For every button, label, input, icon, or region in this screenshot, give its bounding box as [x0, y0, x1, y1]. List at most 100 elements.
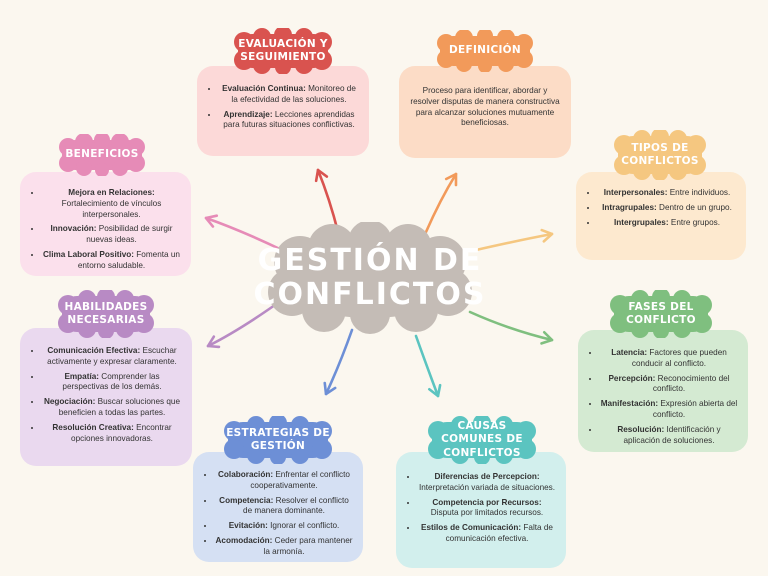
estrategias-item-term: Competencia: [219, 495, 274, 505]
tipos-title: TIPOS DE CONFLICTOS [621, 141, 699, 167]
estrategias-arrowhead [323, 381, 337, 396]
fases-arrow [468, 310, 554, 342]
causas-item: Diferencias de Percepcion: Interpretació… [418, 472, 556, 494]
fases-item-term: Latencia: [611, 348, 648, 357]
beneficios-arrowhead [204, 214, 219, 228]
beneficios-arrow [204, 216, 284, 252]
causas-box: Diferencias de Percepcion: Interpretació… [396, 452, 566, 568]
estrategias-item-term: Colaboración: [218, 470, 274, 479]
fases-item-term: Manifestación: [600, 399, 659, 409]
tipos-item-text: Dentro de un grupo. [656, 202, 732, 212]
tipos-box: Interpersonales: Entre individuos. Intrag… [576, 172, 746, 260]
evaluacion-item: Aprendizaje: Lecciones aprendidas para f… [219, 110, 359, 132]
fases-arrowhead [540, 330, 554, 345]
habilidades-box: Comunicación Efectiva: Escuchar activame… [20, 328, 192, 466]
habilidades-item: Negociación: Buscar soluciones que benef… [42, 397, 182, 419]
evaluacion-heading: EVALUACIÓN Y SEGUIMIENTO [230, 28, 336, 74]
causas-item-term: Competencia por Recursos: [432, 497, 542, 507]
beneficios-item-text: Fortalecimiento de vínculos interpersona… [61, 198, 162, 219]
habilidades-item: Comunicación Efectiva: Escuchar activame… [42, 346, 182, 368]
fases-item: Latencia: Factores que pueden conducir a… [600, 348, 738, 370]
causas-title: CAUSAS COMUNES DE CONFLICTOS [441, 420, 523, 459]
tipos-arrow [474, 232, 554, 252]
beneficios-heading: BENEFICIOS [54, 134, 150, 176]
beneficios-item: Innovación: Posibilidad de surgir nuevas… [42, 224, 181, 246]
causas-item-term: Estilos de Comunicación: [421, 523, 522, 533]
tipos-item: Intergrupales: Entre grupos. [598, 218, 736, 229]
causas-item-text: Interpretación variada de situaciones. [418, 482, 556, 492]
causas-item-text: Disputa por limitados recursos. [430, 508, 544, 518]
fases-item-text: Identificación y aplicación de solucione… [623, 424, 721, 445]
fases-item: Resolución: Identificación y aplicación … [600, 425, 738, 447]
estrategias-arrow [324, 328, 354, 396]
causas-arrow [414, 334, 440, 398]
fases-item: Manifestación: Expresión abierta del con… [600, 399, 738, 421]
estrategias-heading: ESTRATEGIAS DE GESTIÓN [220, 416, 336, 464]
tipos-item-text: Entre individuos. [667, 188, 731, 197]
habilidades-item-text: Buscar soluciones que beneficien a todas… [58, 397, 181, 418]
estrategias-box: Colaboración: Enfrentar el conflicto coo… [193, 452, 363, 562]
fases-title: FASES DEL CONFLICTO [626, 300, 696, 326]
tipos-arrowhead [540, 228, 554, 243]
habilidades-item-term: Negociación: [43, 397, 96, 407]
fases-item-text: Expresión abierta del conflicto. [652, 399, 738, 420]
estrategias-item-term: Acomodación: [215, 536, 273, 546]
definicion-box: Proceso para identificar, abordar y reso… [399, 66, 571, 158]
tipos-item-text: Entre grupos. [668, 217, 721, 227]
causas-arrowhead [428, 383, 442, 398]
beneficios-title: BENEFICIOS [65, 148, 139, 161]
definicion-arrowhead [444, 172, 458, 187]
fases-heading: FASES DEL CONFLICTO [606, 290, 716, 338]
evaluacion-arrowhead [314, 168, 329, 183]
causas-item: Estilos de Comunicación: Falta de comuni… [418, 523, 556, 545]
fases-item-text: Reconocimiento del conflicto. [652, 373, 730, 394]
beneficios-item: Clima Laboral Positivo: Fomenta un entor… [42, 250, 181, 272]
central-title: GESTIÓN DE CONFLICTOS [253, 243, 487, 312]
definicion-text: Proceso para identificar, abordar y reso… [410, 86, 560, 128]
definicion-heading: DEFINICIÓN [432, 30, 538, 72]
habilidades-item-text: Comprender las perspectivas de los demás… [62, 371, 162, 392]
habilidades-item: Empatía: Comprender las perspectivas de … [42, 372, 182, 394]
causas-item-text: Falta de comunicación efectiva. [445, 523, 553, 544]
fases-item-text: Factores que pueden conducir al conflict… [631, 348, 727, 368]
tipos-item: Intragrupales: Dentro de un grupo. [598, 203, 736, 214]
fases-box: Latencia: Factores que pueden conducir a… [578, 330, 748, 452]
evaluacion-item: Evaluación Continua: Monitoreo de la efe… [219, 84, 359, 106]
estrategias-item-text: Resolver el conflicto de manera dominant… [243, 495, 349, 516]
causas-item-term: Diferencias de Percepcion: [434, 472, 540, 481]
habilidades-item-term: Resolución Creativa: [52, 422, 134, 432]
fases-item: Percepción: Reconocimiento del conflicto… [600, 374, 738, 396]
evaluacion-title: EVALUACIÓN Y SEGUIMIENTO [238, 37, 328, 63]
fases-item-term: Resolución: [617, 424, 665, 434]
estrategias-item-text: Enfrentar el conflicto cooperativamente. [250, 470, 350, 490]
habilidades-item-text: Encontrar opciones innovadoras. [71, 422, 172, 443]
tipos-item-term: Interpersonales: [603, 188, 668, 197]
estrategias-item: Competencia: Resolver el conflicto de ma… [215, 496, 353, 518]
estrategias-item: Colaboración: Enfrentar el conflicto coo… [215, 470, 353, 492]
habilidades-item-text: Escuchar activamente y expresar claramen… [47, 346, 177, 366]
habilidades-title: HABILIDADES NECESARIAS [64, 300, 148, 326]
evaluacion-item-term: Evaluación Continua: [222, 84, 306, 93]
estrategias-item: Acomodación: Ceder para mantener la armo… [215, 536, 353, 558]
habilidades-item-term: Empatía: [64, 371, 100, 381]
causas-heading: CAUSAS COMUNES DE CONFLICTOS [424, 416, 540, 464]
beneficios-item-term: Innovación: [50, 224, 97, 234]
estrategias-item-text: Ignorar el conflicto. [267, 521, 340, 531]
tipos-item-term: Intragrupales: [602, 202, 657, 212]
beneficios-box: Mejora en Relaciones: Fortalecimiento de… [20, 172, 191, 276]
estrategias-item-text: Ceder para mantener la armonía. [263, 536, 353, 556]
evaluacion-item-term: Aprendizaje: [223, 109, 273, 119]
evaluacion-item-text: Monitoreo de la efectividad de las soluc… [231, 84, 356, 104]
tipos-heading: TIPOS DE CONFLICTOS [610, 130, 710, 180]
beneficios-item-text: Fomenta un entorno saludable. [77, 250, 180, 270]
estrategias-title: ESTRATEGIAS DE GESTIÓN [226, 426, 330, 452]
beneficios-item-term: Mejora en Relaciones: [68, 188, 155, 197]
tipos-item-term: Intergrupales: [613, 217, 669, 227]
habilidades-arrowhead [206, 335, 221, 349]
fases-item-term: Percepción: [608, 373, 656, 383]
center-cloud-shape [268, 222, 472, 334]
evaluacion-item-text: Lecciones aprendidas para futuras situac… [223, 109, 355, 130]
habilidades-heading: HABILIDADES NECESARIAS [54, 290, 158, 338]
beneficios-item-text: Posibilidad de surgir nuevas ideas. [86, 224, 173, 245]
